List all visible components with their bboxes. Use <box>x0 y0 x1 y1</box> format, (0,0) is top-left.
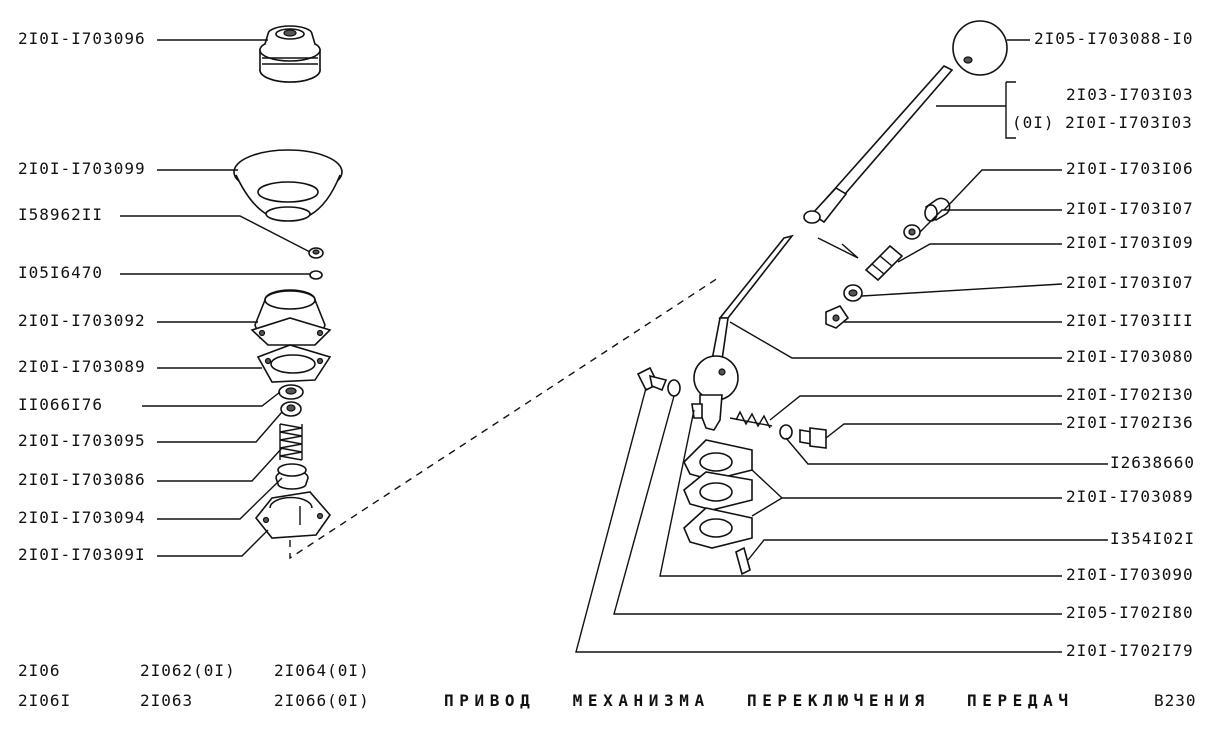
label-right-16: 2I05-I702I80 <box>1066 603 1194 622</box>
ring-107-part <box>903 224 921 240</box>
label-right-9: 2I0I-I703080 <box>1066 347 1194 366</box>
pin-part <box>735 546 751 576</box>
label-right-11: 2I0I-I702I36 <box>1066 413 1194 432</box>
label-right-4: 2I0I-I703I06 <box>1066 159 1194 178</box>
washer-180-part <box>667 379 681 397</box>
model-code: 2I064(0I) <box>274 661 370 680</box>
nut-111-part <box>825 305 850 329</box>
left-leader-lines <box>120 39 311 557</box>
label-right-17: 2I0I-I702I79 <box>1066 641 1194 660</box>
label-left-1: 2I0I-I703096 <box>18 29 146 48</box>
housing-part <box>250 289 332 346</box>
label-left-3: I58962II <box>18 205 104 224</box>
gasket-089-stack <box>683 439 753 549</box>
label-left-7: II066I76 <box>18 395 104 414</box>
cup-part <box>275 463 309 490</box>
label-left-9: 2I0I-I703086 <box>18 470 146 489</box>
label-left-11: 2I0I-I70309I <box>18 545 146 564</box>
ring-part <box>280 401 302 417</box>
label-right-8: 2I0I-I703III <box>1066 311 1194 330</box>
label-left-2: 2I0I-I703099 <box>18 159 146 178</box>
knob-part <box>952 20 1008 76</box>
label-right-5: 2I0I-I703I07 <box>1066 199 1194 218</box>
lever-spring-part <box>729 410 773 429</box>
label-right-1: 2I05-I703088-I0 <box>1034 29 1194 48</box>
label-right-2: 2I03-I703I03 <box>1066 85 1194 104</box>
model-code: 2I062(0I) <box>140 661 236 680</box>
dust-cover-part <box>233 149 343 222</box>
label-right-6: 2I0I-I703I09 <box>1066 233 1194 252</box>
ring-107b-part <box>843 284 863 302</box>
page-code: B230 <box>1154 691 1197 710</box>
bushing-106-part <box>924 197 951 222</box>
boot-cap-part <box>259 25 321 83</box>
upper-lever-part <box>803 65 954 224</box>
bolt-179-part <box>636 366 668 392</box>
lower-lever-part <box>691 234 795 431</box>
sleeve-109-part <box>864 244 904 282</box>
label-right-15: 2I0I-I703090 <box>1066 565 1194 584</box>
right-leader-lines <box>575 39 1108 653</box>
bushing-part <box>278 384 304 400</box>
model-code: 2I06 <box>18 661 61 680</box>
label-left-6: 2I0I-I703089 <box>18 357 146 376</box>
label-right-3: (0I) 2I0I-I703I03 <box>1012 113 1193 132</box>
nut-part <box>308 247 324 259</box>
base-part <box>254 491 332 539</box>
washer-part <box>309 270 323 280</box>
label-left-5: 2I0I-I703092 <box>18 311 146 330</box>
gasket-part <box>256 344 332 383</box>
label-left-10: 2I0I-I703094 <box>18 508 146 527</box>
assembly-dashed-line <box>289 277 719 560</box>
label-right-13: 2I0I-I703089 <box>1066 487 1194 506</box>
bolt-136-part <box>799 427 827 449</box>
label-left-8: 2I0I-I703095 <box>18 431 146 450</box>
label-right-10: 2I0I-I702I30 <box>1066 385 1194 404</box>
label-right-7: 2I0I-I703I07 <box>1066 273 1194 292</box>
label-right-14: I354I02I <box>1110 529 1196 548</box>
label-left-4: I05I6470 <box>18 263 104 282</box>
model-code: 2I063 <box>140 691 194 710</box>
label-right-12: I2638660 <box>1110 453 1196 472</box>
washer-12638660-part <box>779 424 793 440</box>
spring-part <box>279 423 303 461</box>
model-code: 2I066(0I) <box>274 691 370 710</box>
page-title: ПРИВОД МЕХАНИЗМА ПЕРЕКЛЮЧЕНИЯ ПЕРЕДАЧ <box>444 691 1074 710</box>
model-code: 2I06I <box>18 691 72 710</box>
